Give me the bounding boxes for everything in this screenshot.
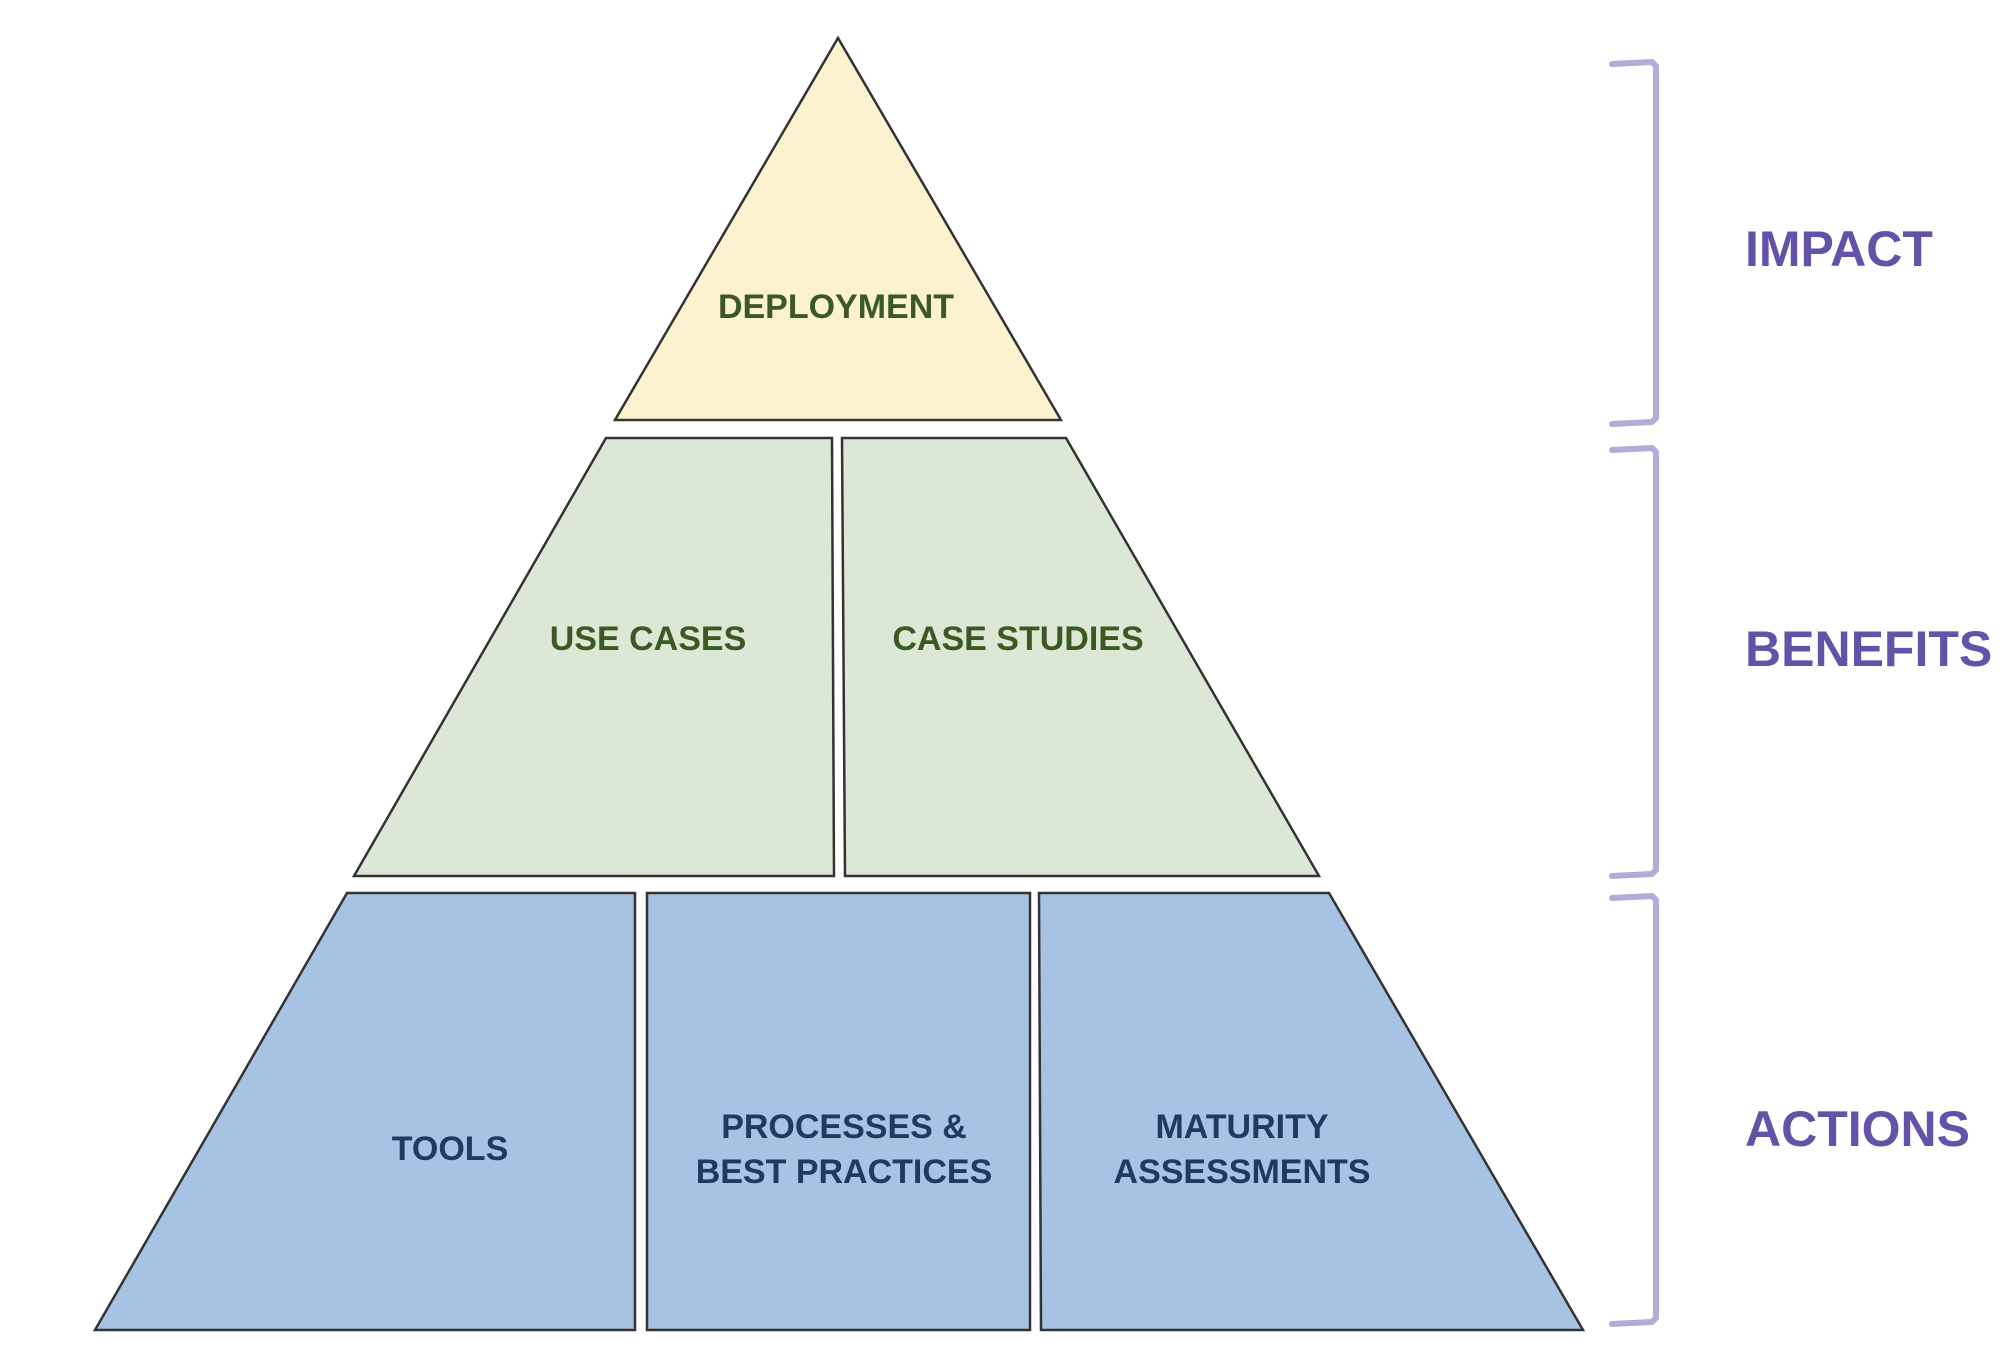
use-cases-label: USE CASES [550,620,747,658]
impact-bracket [1609,59,1659,427]
pyramid-middle-left-block [351,436,836,878]
case-studies-label: CASE STUDIES [892,620,1143,658]
tools-label: TOOLS [392,1130,509,1168]
benefits-bracket [1609,445,1659,879]
pyramid-bottom-right-block [1037,891,1586,1332]
benefits-label: BENEFITS [1745,621,1992,677]
processes-label-line1: PROCESSES & [721,1108,967,1146]
actions-bracket [1609,893,1659,1327]
deployment-label: DEPLOYMENT [718,288,954,326]
maturity-label-line1: MATURITY [1155,1108,1328,1146]
pyramid-top-tier [612,35,1064,422]
pyramid-middle-right-block [840,436,1322,878]
impact-label: IMPACT [1745,221,1933,277]
actions-label: ACTIONS [1745,1101,1970,1157]
pyramid-bottom-center-block [645,891,1032,1332]
processes-label-line2: BEST PRACTICES [696,1153,993,1191]
pyramid-bottom-left-block [92,891,637,1332]
maturity-label-line2: ASSESSMENTS [1114,1153,1371,1191]
